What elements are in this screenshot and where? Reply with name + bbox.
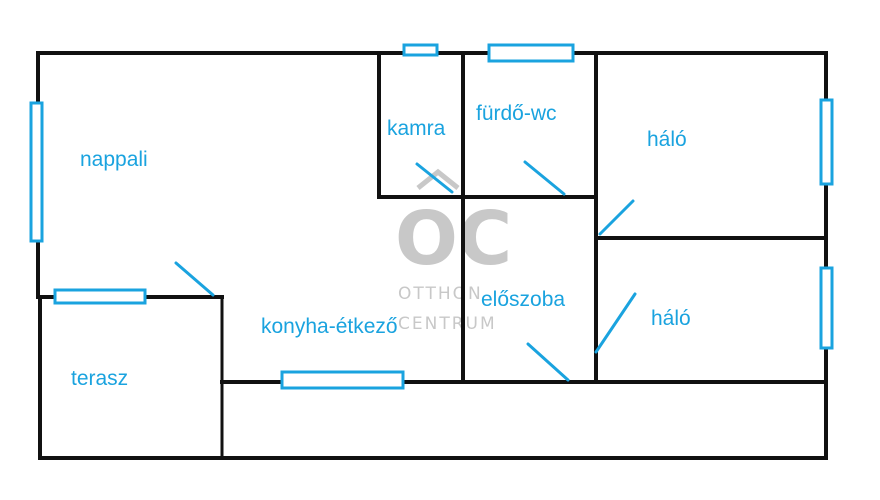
window-konyha: [280, 370, 405, 390]
room-label-halo-bottom: háló: [651, 307, 691, 330]
room-label-eloszoba: előszoba: [481, 288, 565, 311]
window-kamra: [402, 43, 439, 57]
watermark-logo: OC: [395, 196, 512, 282]
furdo-walls: [461, 51, 598, 199]
room-label-konyha: konyha-étkező: [261, 315, 398, 338]
room-label-halo-top: háló: [647, 128, 687, 151]
door-halo-top: [598, 199, 635, 236]
watermark-roof-icon: [416, 168, 460, 190]
watermark: OC OTTHON CENTRUM: [395, 168, 512, 334]
window-halo-bottom: [819, 266, 834, 350]
windows: [29, 43, 834, 390]
kamra-walls: [377, 51, 465, 199]
room-labels: nappali kamra fürdő-wc háló előszoba hál…: [71, 102, 691, 390]
window-furdo: [487, 43, 575, 63]
room-label-nappali: nappali: [80, 148, 148, 171]
door-eloszoba: [526, 342, 570, 382]
room-label-kamra: kamra: [387, 117, 446, 140]
door-kamra: [415, 162, 454, 194]
watermark-line2: CENTRUM: [398, 314, 497, 334]
window-nappali: [29, 101, 44, 243]
window-terasz-door: [53, 288, 147, 305]
room-label-furdo: fürdő-wc: [476, 102, 557, 125]
door-nappali: [174, 261, 215, 297]
doors: [174, 160, 637, 382]
terasz-outline: [38, 295, 828, 460]
door-furdo: [523, 160, 566, 196]
door-halo-bottom: [594, 292, 637, 354]
window-halo-top: [819, 98, 834, 186]
room-label-terasz: terasz: [71, 367, 128, 390]
watermark-line1: OTTHON: [398, 284, 483, 304]
